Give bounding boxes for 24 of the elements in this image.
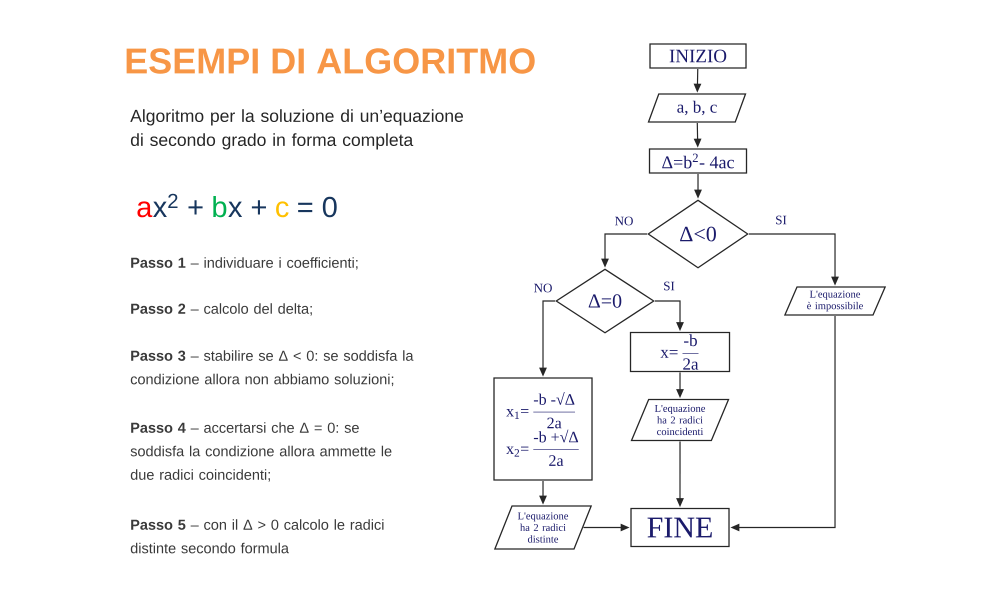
step-text: Passo 3 – stabilire se Δ < 0: se soddisfa la condizione allora non abbiamo soluzioni; — [130, 350, 414, 386]
equation-term: b — [213, 196, 226, 218]
process-box: x$_{1}$= -b -√Δ 2a x$_{2}$= -b +√Δ 2a — [493, 377, 593, 481]
step-text: Passo 1 – individuare i coefficienti; — [131, 257, 358, 270]
equation-term: c — [276, 201, 289, 218]
title: ESEMPI DI ALGORITMO — [126, 48, 535, 74]
equation-term: x$^{2}$ + — [153, 194, 203, 217]
terminal-box: INIZIO — [649, 43, 747, 69]
edge-label: SI — [774, 214, 788, 226]
subtitle: Algoritmo per la soluzione di un’equazione di secondo grado in forma completa — [130, 109, 464, 150]
output-parallelogram: L'equazione ha 2 radici coincidenti — [630, 398, 730, 442]
edge-label: NO — [532, 282, 554, 294]
edge-label: NO — [614, 216, 634, 226]
terminal-box: FINE — [630, 508, 730, 548]
equation-term: x + — [228, 200, 266, 217]
equation-term: = 0 — [298, 196, 337, 218]
input-parallelogram: a, b, c — [648, 93, 746, 123]
edge-label: SI — [662, 280, 676, 292]
process-box: x= -b 2a — [630, 332, 730, 372]
step-text: Passo 5 – con il Δ > 0 calcolo le radici distinte secondo formula — [130, 519, 384, 554]
step-text: Passo 4 – accertarsi che Δ = 0: se soddisfa la condizione allora ammette le due radici coincidenti; — [130, 422, 392, 482]
equation-term: a — [137, 201, 152, 218]
process-box: Δ=b$^{2}$- 4ac — [648, 148, 748, 174]
step-text: Passo 2 – calcolo del delta; — [131, 303, 312, 316]
